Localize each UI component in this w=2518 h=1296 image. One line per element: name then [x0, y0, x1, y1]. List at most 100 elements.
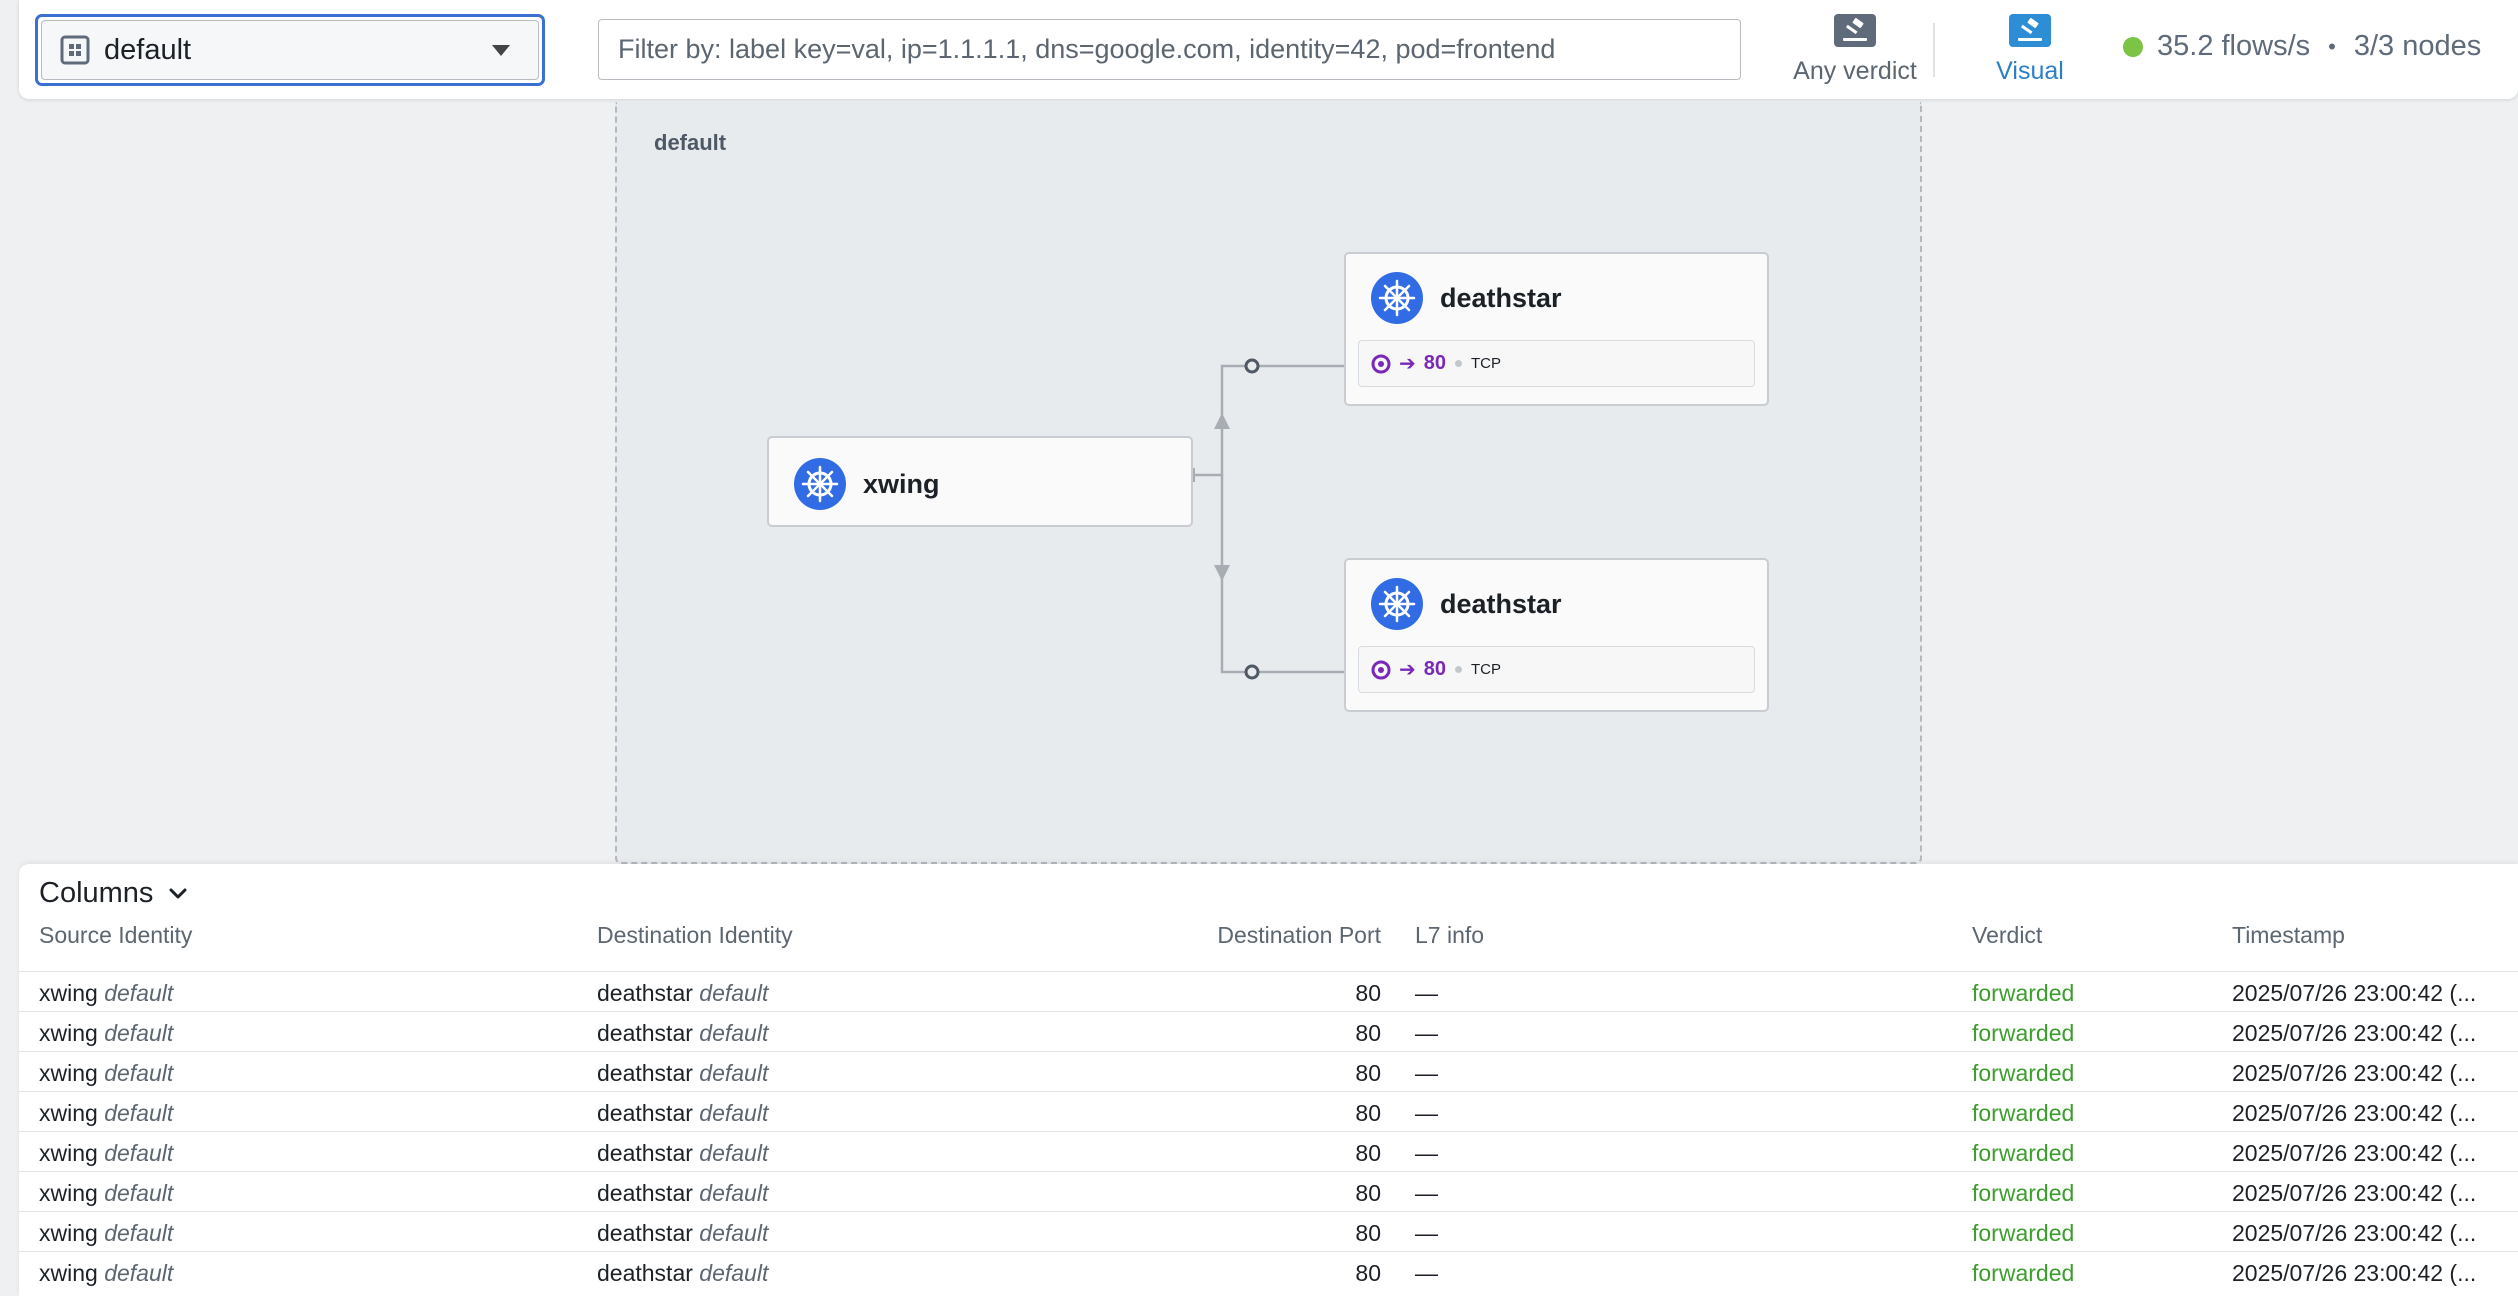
source-identity: xwing default — [39, 980, 173, 1007]
cluster-status: 35.2 flows/s • 3/3 nodes — [2123, 30, 2481, 63]
namespace-selector-inner[interactable]: default — [41, 20, 539, 80]
destination-namespace: default — [699, 1220, 769, 1246]
source-name: xwing — [39, 1180, 98, 1206]
source-name: xwing — [39, 1260, 98, 1286]
timestamp: 2025/07/26 23:00:42 (... — [2232, 1020, 2477, 1046]
source-namespace: default — [104, 1060, 174, 1086]
port-separator-dot — [1455, 666, 1463, 673]
destination-port: 80 — [1355, 1220, 1381, 1246]
l7-info: — — [1415, 1260, 1438, 1286]
port-target-icon — [1371, 354, 1391, 374]
kubernetes-icon — [1370, 271, 1424, 325]
source-identity: xwing default — [39, 1100, 173, 1127]
port-protocol: TCP — [1471, 661, 1502, 678]
status-separator: • — [2328, 33, 2336, 59]
header-destination-identity[interactable]: Destination Identity — [597, 922, 793, 948]
timestamp: 2025/07/26 23:00:42 (... — [2232, 1260, 2477, 1286]
port-protocol: TCP — [1471, 355, 1502, 372]
destination-namespace: default — [699, 1140, 769, 1166]
source-namespace: default — [104, 1020, 174, 1046]
columns-toggle-button[interactable]: Columns — [39, 877, 189, 910]
timestamp: 2025/07/26 23:00:42 (... — [2232, 1140, 2477, 1166]
destination-namespace: default — [699, 1060, 769, 1086]
header-timestamp[interactable]: Timestamp — [2232, 922, 2345, 948]
filter-input[interactable] — [598, 19, 1741, 80]
service-card-deathstar[interactable]: deathstar ➔ 80 TCP — [1344, 252, 1769, 406]
visual-icon — [2009, 14, 2051, 47]
header-destination-port[interactable]: Destination Port — [1217, 922, 1381, 948]
verdict-status: forwarded — [1972, 1180, 2075, 1206]
namespace-selector[interactable]: default — [35, 14, 545, 86]
source-namespace: default — [104, 1260, 174, 1286]
timestamp: 2025/07/26 23:00:42 (... — [2232, 1060, 2477, 1086]
service-card-deathstar[interactable]: deathstar ➔ 80 TCP — [1344, 558, 1769, 712]
destination-identity: deathstar default — [597, 1140, 768, 1167]
port-arrow-icon: ➔ — [1399, 353, 1416, 375]
service-card-xwing[interactable]: xwing — [767, 436, 1193, 527]
destination-identity: deathstar default — [597, 1220, 768, 1247]
destination-name: deathstar — [597, 1060, 693, 1086]
port-arrow-icon: ➔ — [1399, 659, 1416, 681]
verdict-filter-label: Any verdict — [1793, 57, 1917, 85]
source-identity: xwing default — [39, 1180, 173, 1207]
destination-namespace: default — [699, 1020, 769, 1046]
port-row: ➔ 80 TCP — [1358, 646, 1755, 693]
service-name: deathstar — [1440, 588, 1562, 619]
visual-view-label: Visual — [1996, 57, 2064, 85]
kubernetes-icon — [1370, 577, 1424, 631]
destination-identity: deathstar default — [597, 1020, 768, 1047]
destination-port: 80 — [1355, 1020, 1381, 1046]
destination-identity: deathstar default — [597, 1060, 768, 1087]
top-bar: default Any verdict Visual 35.2 flows/s — [19, 0, 2518, 99]
header-source-identity[interactable]: Source Identity — [39, 922, 193, 948]
nodes-count: 3/3 nodes — [2353, 30, 2482, 62]
port-number: 80 — [1423, 658, 1447, 680]
gavel-icon — [1834, 14, 1876, 47]
source-namespace: default — [104, 980, 174, 1006]
l7-info: — — [1415, 1100, 1438, 1126]
destination-name: deathstar — [597, 1100, 693, 1126]
header-l7-info[interactable]: L7 info — [1415, 922, 1485, 948]
source-name: xwing — [39, 1220, 98, 1246]
verdict-status: forwarded — [1972, 1020, 2075, 1046]
verdict-status: forwarded — [1972, 1140, 2075, 1166]
flows-panel: Columns Source Identity Destination Iden… — [19, 864, 2518, 1296]
source-namespace: default — [104, 1140, 174, 1166]
namespace-icon — [60, 35, 90, 65]
source-namespace: default — [104, 1180, 174, 1206]
destination-identity: deathstar default — [597, 1100, 768, 1127]
toolbar-divider — [1933, 23, 1935, 77]
destination-namespace: default — [699, 1180, 769, 1206]
destination-namespace: default — [699, 1100, 769, 1126]
destination-port: 80 — [1355, 1140, 1381, 1166]
visual-view-button[interactable]: Visual — [1960, 14, 2100, 86]
verdict-status: forwarded — [1972, 980, 2075, 1006]
destination-identity: deathstar default — [597, 980, 768, 1007]
l7-info: — — [1415, 1060, 1438, 1086]
destination-namespace: default — [699, 980, 769, 1006]
header-verdict[interactable]: Verdict — [1972, 922, 2043, 948]
source-identity: xwing default — [39, 1220, 173, 1247]
table-header: Source Identity Destination Identity Des… — [19, 922, 2518, 957]
service-name: xwing — [863, 468, 940, 499]
flows-rate: 35.2 flows/s — [2157, 30, 2311, 62]
destination-name: deathstar — [597, 1140, 693, 1166]
status-indicator-icon — [2123, 36, 2143, 57]
destination-name: deathstar — [597, 1260, 693, 1286]
verdict-status: forwarded — [1972, 1260, 2075, 1286]
verdict-status: forwarded — [1972, 1100, 2075, 1126]
destination-port: 80 — [1355, 980, 1381, 1006]
port-target-icon — [1371, 660, 1391, 680]
source-name: xwing — [39, 1100, 98, 1126]
verdict-filter-button[interactable]: Any verdict — [1760, 14, 1950, 86]
l7-info: — — [1415, 1220, 1438, 1246]
source-namespace: default — [104, 1100, 174, 1126]
